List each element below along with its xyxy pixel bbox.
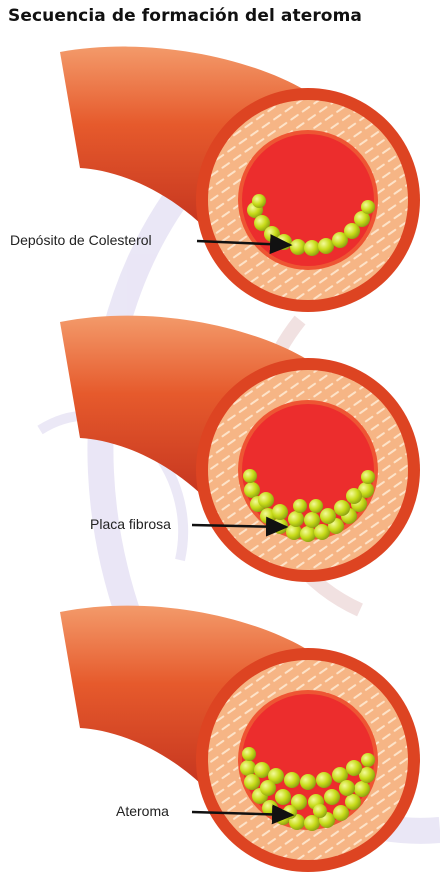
label-cholesterol-deposit: Depósito de Colesterol — [10, 232, 152, 248]
artery-stage-1 — [60, 47, 420, 312]
artery-stage-3 — [60, 606, 420, 872]
label-atheroma: Ateroma — [116, 803, 169, 819]
label-fibrous-plaque: Placa fibrosa — [90, 516, 171, 532]
